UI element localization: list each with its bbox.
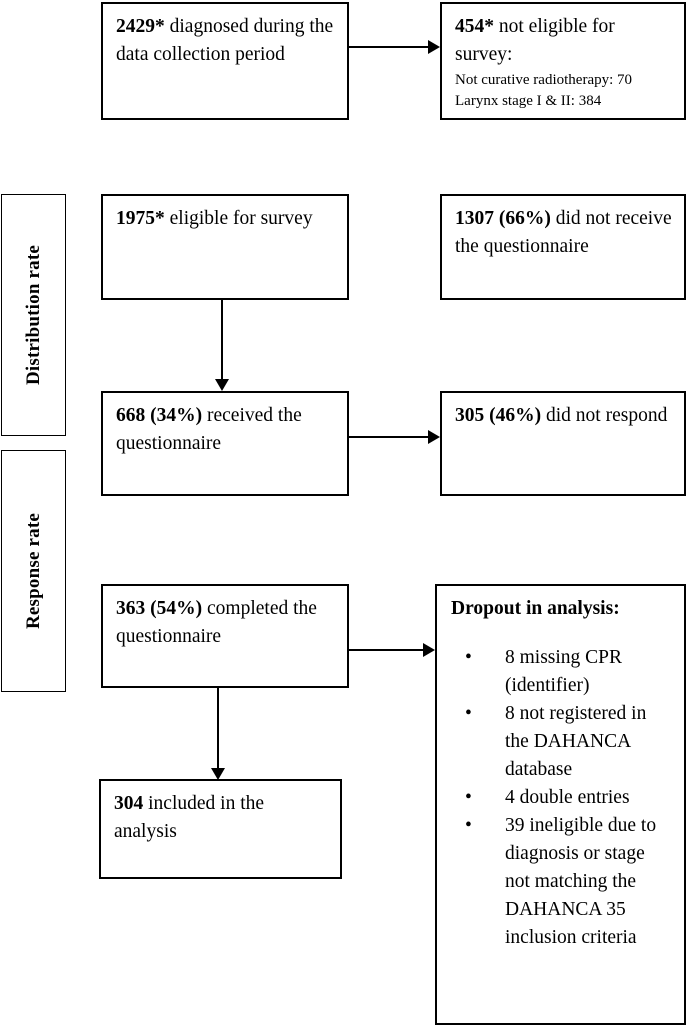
side-label-distribution-rate-text: Distribution rate	[22, 244, 44, 386]
node-received-label: received the questionnaire	[116, 405, 302, 454]
list-item-text: 39 ineligible due to diagnosis or stage …	[505, 815, 657, 948]
node-included-text: 304 included in the analysis	[101, 781, 340, 846]
node-diagnosed: 2429* diagnosed during the data collecti…	[101, 2, 349, 120]
node-completed: 363 (54%) completed the questionnaire	[101, 584, 349, 688]
node-not-eligible-text: 454* not eligible for survey:	[442, 4, 684, 69]
node-diagnosed-count: 2429*	[116, 16, 165, 37]
list-item: • 4 double entries	[437, 784, 676, 812]
node-not-eligible-label: not eligible for survey:	[455, 16, 615, 65]
bullet-icon: •	[465, 647, 472, 668]
node-eligible: 1975* eligible for survey	[101, 194, 349, 300]
node-received: 668 (34%) received the questionnaire	[101, 391, 349, 496]
node-did-not-respond-label: did not respond	[541, 405, 668, 426]
arrow-completed-to-dropout-head	[423, 643, 435, 657]
node-not-eligible-sublines: Not curative radiotherapy: 70 Larynx sta…	[442, 69, 684, 112]
node-completed-count: 363 (54%)	[116, 598, 203, 619]
node-dropout: Dropout in analysis: • 8 missing CPR (id…	[435, 584, 686, 1025]
node-eligible-label: eligible for survey	[164, 208, 313, 229]
arrow-diagnosed-to-not-eligible-line	[349, 46, 429, 48]
node-did-not-receive: 1307 (66%) did not receive the questionn…	[440, 194, 686, 300]
node-did-not-respond-text: 305 (46%) did not respond	[442, 393, 684, 430]
node-dropout-title: Dropout in analysis:	[451, 598, 620, 619]
node-did-not-receive-text: 1307 (66%) did not receive the questionn…	[442, 196, 684, 261]
bullet-icon: •	[465, 815, 472, 836]
node-received-text: 668 (34%) received the questionnaire	[103, 393, 347, 458]
node-did-not-respond-count: 305 (46%)	[455, 405, 542, 426]
node-eligible-text: 1975* eligible for survey	[103, 196, 347, 233]
node-did-not-respond: 305 (46%) did not respond	[440, 391, 686, 496]
bullet-icon: •	[465, 703, 472, 724]
side-label-response-rate: Response rate	[1, 450, 66, 692]
node-included: 304 included in the analysis	[99, 779, 342, 879]
node-did-not-receive-count: 1307 (66%)	[455, 208, 551, 229]
node-not-eligible: 454* not eligible for survey: Not curati…	[440, 2, 686, 120]
node-included-count: 304	[114, 793, 144, 814]
arrow-completed-to-included-line	[217, 688, 219, 771]
node-did-not-receive-label: did not receive the questionnaire	[455, 208, 672, 257]
arrow-diagnosed-to-not-eligible-head	[428, 40, 440, 54]
list-item-text: 8 missing CPR (identifier)	[505, 647, 623, 696]
side-label-distribution-rate: Distribution rate	[1, 194, 66, 436]
list-item: • 8 missing CPR (identifier)	[437, 644, 676, 700]
node-completed-label: completed the questionnaire	[116, 598, 317, 647]
arrow-received-to-not-respond-head	[428, 430, 440, 444]
node-not-eligible-subline-1: Larynx stage I & II: 384	[455, 93, 602, 109]
side-label-response-rate-text: Response rate	[22, 512, 44, 630]
list-item: • 8 not registered in the DAHANCA databa…	[437, 700, 676, 784]
arrow-eligible-to-received-head	[215, 379, 229, 391]
arrow-completed-to-included-head	[211, 768, 225, 780]
arrow-eligible-to-received-line	[221, 300, 223, 382]
node-included-label: included in the analysis	[114, 793, 265, 842]
bullet-icon: •	[465, 787, 472, 808]
node-diagnosed-label: diagnosed during the data collection per…	[116, 16, 334, 65]
list-item: • 39 ineligible due to diagnosis or stag…	[437, 812, 676, 952]
node-eligible-count: 1975*	[116, 208, 165, 229]
node-completed-text: 363 (54%) completed the questionnaire	[103, 586, 347, 651]
arrow-completed-to-dropout-line	[349, 649, 425, 651]
node-dropout-bullet-list: • 8 missing CPR (identifier) • 8 not reg…	[437, 622, 684, 952]
node-received-count: 668 (34%)	[116, 405, 203, 426]
list-item-text: 4 double entries	[505, 787, 630, 808]
node-diagnosed-text: 2429* diagnosed during the data collecti…	[103, 4, 347, 69]
node-not-eligible-subline-0: Not curative radiotherapy: 70	[455, 72, 633, 88]
list-item-text: 8 not registered in the DAHANCA database	[505, 703, 647, 780]
node-not-eligible-count: 454*	[455, 16, 494, 37]
arrow-received-to-not-respond-line	[349, 436, 429, 438]
